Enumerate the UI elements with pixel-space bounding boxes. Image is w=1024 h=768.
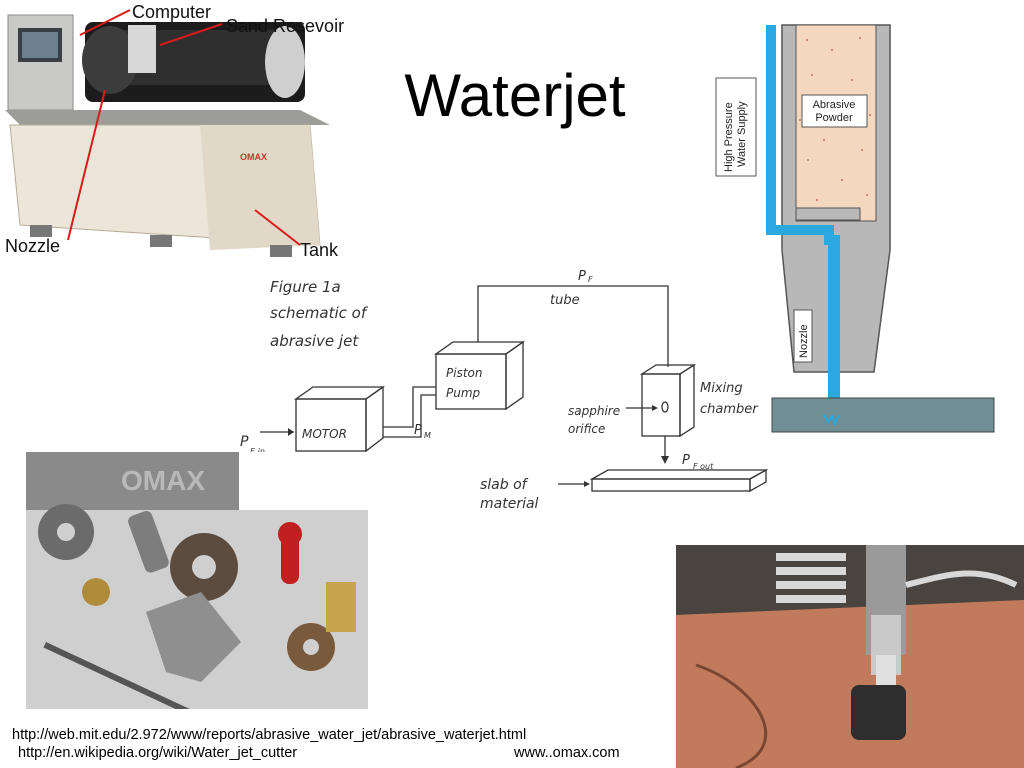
slide-title: Waterjet bbox=[404, 62, 626, 129]
nozzle-diagram-label: Nozzle bbox=[798, 324, 810, 358]
piston-label: Piston bbox=[446, 366, 482, 380]
credit-mit-link[interactable]: http://web.mit.edu/2.972/www/reports/abr… bbox=[12, 727, 527, 743]
abrasive-powder-label-2: Powder bbox=[815, 112, 853, 124]
cut-parts-photo: OMAX bbox=[26, 452, 368, 709]
abrasive-jet-schematic: Figure 1a schematic of abrasive jet MOTO… bbox=[238, 262, 778, 514]
abrasive-powder-label-1: Abrasive bbox=[813, 99, 856, 111]
schematic-caption-line2: schematic of bbox=[270, 304, 369, 322]
p-f-out-label: P bbox=[682, 453, 690, 468]
cutting-head-photo bbox=[676, 545, 1024, 768]
tube-label: tube bbox=[550, 293, 580, 308]
chamber-label: chamber bbox=[700, 402, 759, 417]
sapphire-label: sapphire bbox=[568, 404, 620, 418]
nozzle-label: Nozzle bbox=[5, 236, 60, 256]
schematic-caption-line1: Figure 1a bbox=[270, 278, 341, 296]
water-supply-label-1: High Pressure bbox=[723, 102, 735, 172]
machine-brand: OMAX bbox=[240, 152, 267, 162]
credit-omax-link[interactable]: www..omax.com bbox=[514, 745, 620, 761]
motor-box bbox=[293, 385, 386, 453]
p-m-subscript: M bbox=[424, 431, 431, 440]
p-f-out-subscript: F out bbox=[693, 462, 714, 471]
p-e-in-subscript: E in bbox=[250, 447, 265, 456]
credit-wikipedia-link[interactable]: http://en.wikipedia.org/wiki/Water_jet_c… bbox=[18, 745, 298, 761]
motor-label: MOTOR bbox=[302, 427, 347, 441]
waterjet-machine-photo: OMAX Computer Sand Resevoir Nozzle Tank bbox=[0, 0, 370, 265]
p-e-in-label: P bbox=[240, 434, 249, 450]
p-f-subscript: F bbox=[588, 275, 593, 284]
sand-reservoir-label: Sand Resevoir bbox=[226, 16, 344, 36]
nozzle-cross-section-diagram: Abrasive Powder High Pressure Water Supp… bbox=[712, 20, 996, 435]
omax-sign: OMAX bbox=[121, 465, 205, 496]
tank-label: Tank bbox=[300, 240, 339, 260]
schematic-caption-line3: abrasive jet bbox=[270, 332, 359, 350]
water-supply-label-2: Water Supply bbox=[736, 101, 748, 167]
p-f-label: P bbox=[578, 269, 586, 284]
slab-label-line1: slab of bbox=[480, 477, 529, 493]
slab-of-material bbox=[589, 468, 769, 493]
mixing-chamber-box bbox=[639, 363, 697, 438]
computer-label: Computer bbox=[132, 2, 211, 22]
mixing-label: Mixing bbox=[700, 381, 743, 396]
slab-label-line2: material bbox=[480, 496, 539, 512]
p-m-label: P bbox=[414, 423, 422, 438]
pump-label: Pump bbox=[446, 386, 481, 400]
orifice-label: orifice bbox=[568, 422, 605, 436]
piston-pump-box bbox=[433, 340, 526, 411]
